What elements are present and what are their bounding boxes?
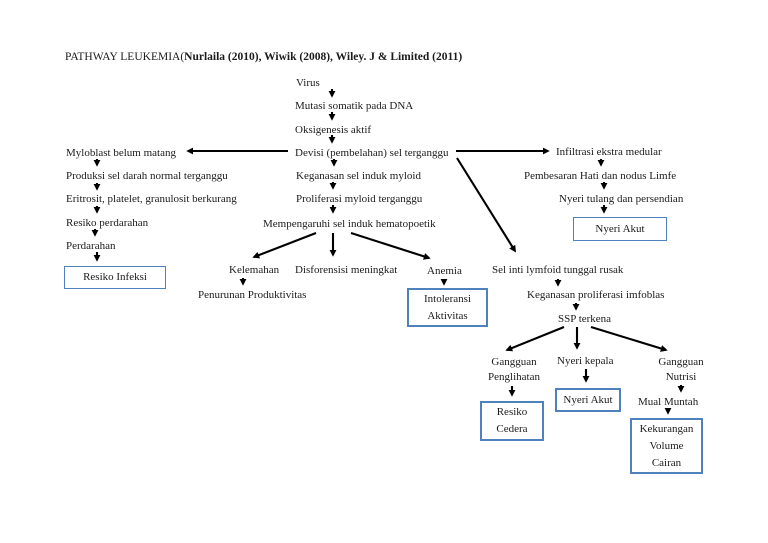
node-keganasan-proliferasi: Keganasan proliferasi imfoblas bbox=[527, 289, 665, 301]
title-prefix: PATHWAY LEUKEMIA( bbox=[65, 51, 185, 63]
node-devisi: Devisi (pembelahan) sel terganggu bbox=[295, 147, 449, 159]
node-virus: Virus bbox=[296, 77, 320, 89]
node-kelemahan: Kelemahan bbox=[229, 264, 280, 276]
node-penurunan-produktivitas: Penurunan Produktivitas bbox=[198, 289, 307, 301]
outcome-box-nyeri-akut-1: Nyeri Akut bbox=[573, 217, 667, 241]
node-gangguan-nutrisi: Gangguan Nutrisi bbox=[658, 356, 704, 383]
arrow-ssp-to-gangguan-nutrisi bbox=[590, 325, 668, 352]
node-pembesaran: Pembesaran Hati dan nodus Limfe bbox=[524, 170, 677, 182]
arrow-mempengaruhi-to-anemia bbox=[350, 232, 431, 260]
outcome-box-kekurangan-volume: Kekurangan Volume Cairan bbox=[630, 418, 703, 474]
outcome-box-resiko-cedera: Resiko Cedera bbox=[480, 401, 544, 441]
node-mutasi-somatik: Mutasi somatik pada DNA bbox=[295, 100, 414, 112]
outcome-box-resiko-infeksi: Resiko Infeksi bbox=[64, 266, 166, 289]
outcome-box-nyeri-akut-2: Nyeri Akut bbox=[555, 388, 621, 412]
node-infiltrasi: Infiltrasi ekstra medular bbox=[556, 146, 662, 158]
title-citations: Nurlaila (2010), Wiwik (2008), Wiley. J … bbox=[184, 51, 463, 63]
node-mual-muntah: Mual Muntah bbox=[638, 396, 699, 408]
arrow-devisi-to-sel-inti bbox=[456, 157, 516, 253]
page-title: PATHWAY LEUKEMIA(Nurlaila (2010), Wiwik … bbox=[65, 51, 462, 63]
node-gangguan-penglihatan: Gangguan Penglihatan bbox=[488, 356, 540, 383]
node-perdarahan: Perdarahan bbox=[66, 240, 116, 252]
arrow-mempengaruhi-to-kelemahan bbox=[252, 232, 317, 259]
node-nyeri-kepala: Nyeri kepala bbox=[557, 355, 614, 367]
node-anemia: Anemia bbox=[427, 265, 462, 277]
node-ssp-terkena: SSP terkena bbox=[558, 313, 612, 325]
node-produksi-sel: Produksi sel darah normal terganggu bbox=[66, 170, 228, 182]
arrow-ssp-to-gangguan-penglihatan bbox=[505, 326, 565, 352]
node-keganasan-myloid: Keganasan sel induk myloid bbox=[296, 170, 421, 182]
node-eritrosit: Eritrosit, platelet, granulosit berkuran… bbox=[66, 193, 237, 205]
node-mempengaruhi: Mempengaruhi sel induk hematopoetik bbox=[263, 218, 436, 230]
node-oksigenesis: Oksigenesis aktif bbox=[295, 124, 372, 136]
outcome-box-intoleransi-aktivitas: Intoleransi Aktivitas bbox=[407, 288, 488, 327]
node-proliferasi-myloid: Proliferasi myloid terganggu bbox=[296, 193, 423, 205]
node-sel-inti: Sel inti lymfoid tunggal rusak bbox=[492, 264, 624, 276]
node-nyeri-tulang: Nyeri tulang dan persendian bbox=[559, 193, 684, 205]
node-resiko-perdarahan: Resiko perdarahan bbox=[66, 217, 149, 229]
node-disforensisi: Disforensisi meningkat bbox=[295, 264, 398, 276]
node-myloblast: Myloblast belum matang bbox=[66, 147, 176, 159]
